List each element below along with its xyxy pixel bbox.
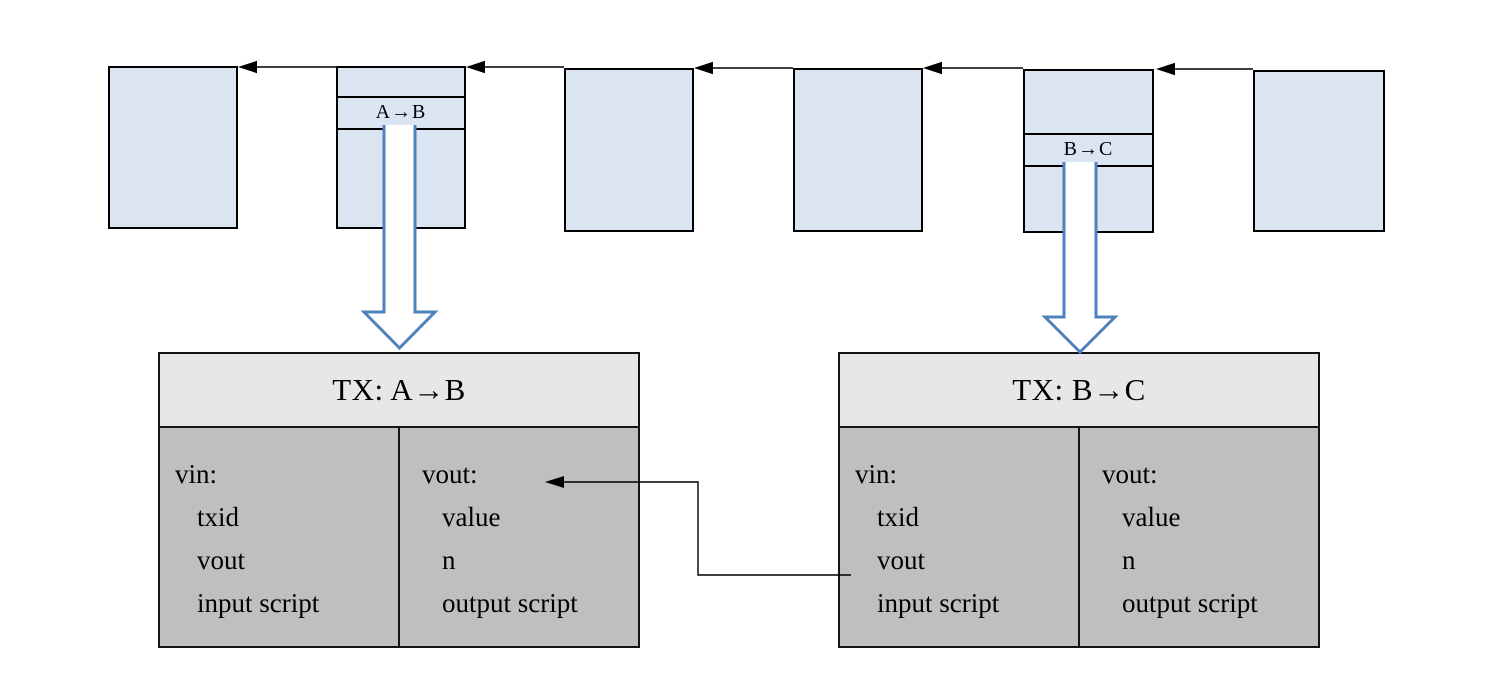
vin-field-input-script: input script xyxy=(877,588,1000,618)
left-arrowhead-icon xyxy=(923,61,942,75)
tx-a-b-title: TX: A→B xyxy=(160,354,638,428)
block-arrow-1 xyxy=(238,60,336,74)
tx-b-c-vout-column: vout: value n output script xyxy=(1080,428,1318,648)
tx-a-b-vin-column: vin: txid vout input script xyxy=(160,428,400,648)
block-arrow-2 xyxy=(466,60,564,74)
vin-field-txid: txid xyxy=(877,502,920,532)
block-arrow-4 xyxy=(923,61,1023,75)
tx-box-b-c: TX: B→C vin: txid vout input script vout… xyxy=(838,352,1320,648)
block-3 xyxy=(564,68,694,232)
vin-field-vout: vout xyxy=(877,545,926,575)
tx-box-a-b: TX: A→B vin: txid vout input script vout… xyxy=(158,352,640,648)
left-arrowhead-icon xyxy=(466,60,485,74)
left-arrowhead-icon xyxy=(1156,62,1175,76)
block-5-divider-top xyxy=(1025,133,1152,135)
block-arrow-5 xyxy=(1156,62,1253,76)
vout-field-output-script: output script xyxy=(442,588,578,618)
vout-header: vout: xyxy=(422,459,478,489)
block-4 xyxy=(793,68,923,232)
vin-field-input-script: input script xyxy=(197,588,320,618)
block-5-tx-label: B→C xyxy=(1063,138,1114,160)
block-2-divider-bottom xyxy=(338,128,464,130)
left-arrowhead-icon xyxy=(238,60,257,74)
block-6 xyxy=(1253,70,1385,232)
vout-field-n: n xyxy=(1122,545,1136,575)
tx-b-c-title: TX: B→C xyxy=(840,354,1318,428)
block-1 xyxy=(108,66,238,229)
vin-field-txid: txid xyxy=(197,502,240,532)
block-arrow-3 xyxy=(694,61,793,75)
vout-field-output-script: output script xyxy=(1122,588,1258,618)
block-5-divider-bottom xyxy=(1025,165,1152,167)
left-arrowhead-icon xyxy=(694,61,713,75)
block-2: A→B xyxy=(336,66,466,229)
vin-header: vin: xyxy=(855,459,898,489)
block-2-divider-top xyxy=(338,96,464,98)
vout-field-n: n xyxy=(442,545,456,575)
tx-b-c-vin-column: vin: txid vout input script xyxy=(840,428,1080,648)
block-2-tx-label: A→B xyxy=(375,101,427,123)
block-5: B→C xyxy=(1023,69,1154,233)
vin-field-vout: vout xyxy=(197,545,246,575)
vout-field-value: value xyxy=(1122,502,1181,532)
vout-field-value: value xyxy=(442,502,501,532)
vin-header: vin: xyxy=(175,459,218,489)
vout-header: vout: xyxy=(1102,459,1158,489)
tx-a-b-vout-column: vout: value n output script xyxy=(400,428,638,648)
